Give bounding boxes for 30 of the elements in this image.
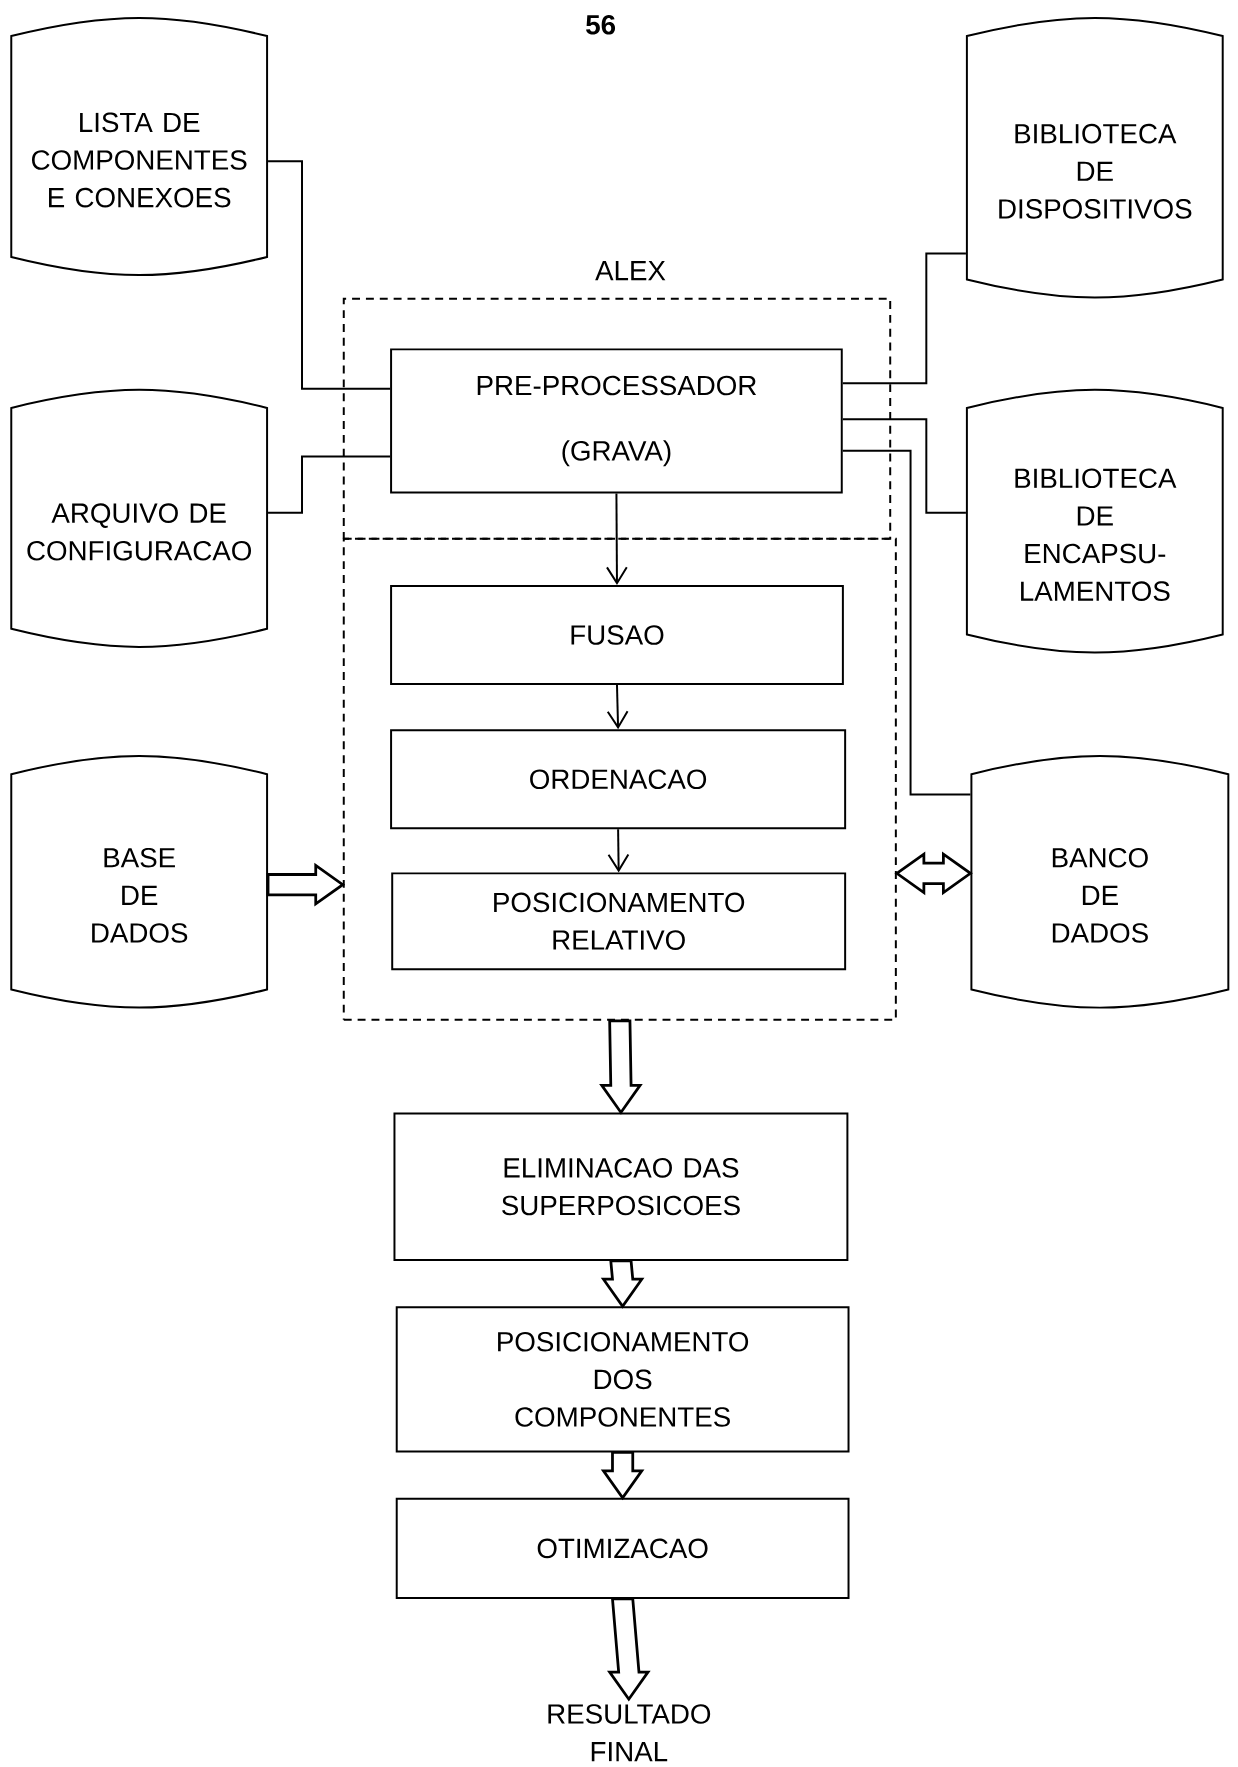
node-label: ALEX <box>594 261 666 281</box>
connector-line <box>266 455 391 514</box>
arrow <box>607 828 630 873</box>
arrow <box>605 492 628 585</box>
process-box: ORDENACAO <box>389 729 846 830</box>
storage-cylinder: ARQUIVO DE CONFIGURACAO <box>10 388 268 648</box>
process-box: OTIMIZACAO <box>395 1497 850 1599</box>
process-box: FUSAO <box>389 585 844 685</box>
connector-line <box>841 252 967 385</box>
storage-cylinder: LISTA DE COMPONENTES E CONEXOES <box>10 17 268 277</box>
storage-cylinder: BIBLIOTECA DE ENCAPSU- LAMENTOS <box>965 388 1224 654</box>
process-box: POSICIONAMENTO RELATIVO <box>391 872 846 971</box>
block-arrow <box>606 1597 651 1702</box>
block-arrow <box>266 862 345 907</box>
arrow <box>606 684 629 730</box>
process-box: ELIMINACAO DAS SUPERPOSICOES <box>393 1112 849 1261</box>
page-number: 56 <box>585 14 615 35</box>
block-arrow <box>598 1019 643 1115</box>
block-arrow <box>600 1451 645 1501</box>
storage-cylinder: BANCO DE DADOS <box>970 755 1230 1009</box>
result-text: RESULTADO FINAL <box>548 1704 710 1762</box>
connector-line <box>841 449 972 796</box>
process-box: PRE-PROCESSADOR (GRAVA) <box>389 348 843 494</box>
storage-cylinder: BASE DE DADOS <box>10 755 268 1009</box>
storage-cylinder: BIBLIOTECA DE DISPOSITIVOS <box>965 17 1224 299</box>
block-arrow <box>600 1259 645 1309</box>
dashed-group-box <box>342 537 897 1021</box>
connector-line <box>841 418 967 514</box>
process-box: POSICIONAMENTO DOS COMPONENTES <box>395 1306 850 1453</box>
connector-line <box>266 160 391 390</box>
